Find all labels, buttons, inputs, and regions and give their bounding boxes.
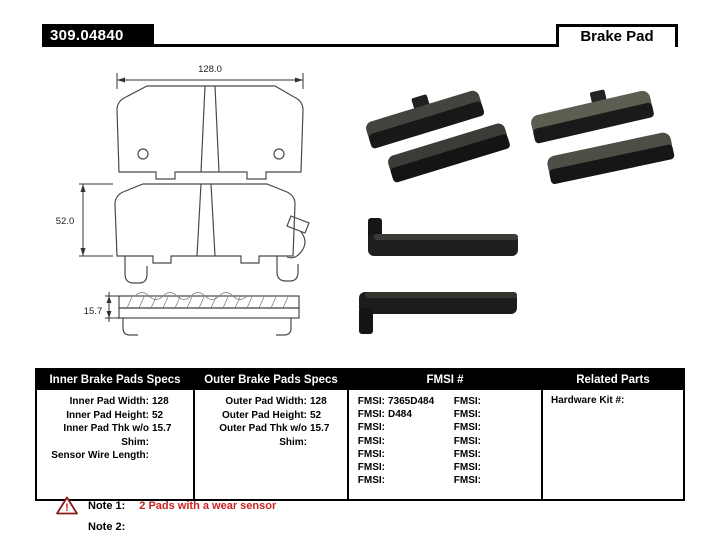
fmsi-row: FMSI:: [445, 421, 541, 434]
fmsi-label: FMSI:: [357, 409, 385, 421]
dim-width-label: 128.0: [198, 64, 222, 75]
spec-value: 52: [152, 409, 164, 421]
spec-label: Outer Pad Height:: [221, 409, 307, 421]
note-1: ! Note 1: 2 Pads with a wear sensor: [56, 496, 276, 515]
spec-row: Inner Pad Height:52: [37, 409, 193, 423]
pad-photo-pair-1: [366, 90, 510, 183]
fmsi-value: [484, 461, 541, 474]
spec-row: Sensor Wire Length:: [37, 449, 193, 463]
fmsi-value: 7365D484: [388, 396, 435, 407]
fmsi-label: FMSI:: [453, 409, 481, 421]
fmsi-label: FMSI:: [357, 462, 385, 474]
fmsi-header: FMSI #: [349, 370, 541, 390]
inner-specs-section: Inner Brake Pads Specs Inner Pad Width:1…: [37, 370, 193, 499]
spec-value: 15.7: [310, 423, 330, 434]
spec-row: Inner Pad Width:128: [37, 395, 193, 409]
fmsi-value: [388, 448, 445, 461]
fmsi-row: FMSI:: [445, 461, 541, 474]
product-type-badge: Brake Pad: [556, 24, 678, 47]
fmsi-row: FMSI:D484: [349, 408, 445, 421]
note-text: 2 Pads with a wear sensor: [139, 499, 277, 512]
diagram-area: STOPTECH 128.0: [56, 64, 675, 336]
related-row: Hardware Kit #:: [543, 390, 683, 406]
fmsi-value: [484, 395, 541, 408]
warning-icon: !: [56, 496, 78, 515]
dim-width: 128.0: [116, 64, 304, 89]
fmsi-value: D484: [388, 409, 412, 421]
fmsi-row: FMSI:: [349, 448, 445, 461]
fmsi-label: FMSI:: [453, 462, 481, 474]
pad-photo-pair-2: [531, 89, 675, 185]
spec-value: [152, 449, 193, 463]
spec-label: Inner Pad Width:: [69, 396, 149, 407]
dim-height: 52.0: [56, 183, 113, 257]
fmsi-row: FMSI:: [445, 395, 541, 408]
spec-label: Inner Pad Height:: [66, 409, 149, 421]
pad-profile-photos: [359, 218, 518, 334]
fmsi-row: FMSI:: [445, 474, 541, 487]
related-label: Hardware Kit #:: [551, 395, 625, 406]
fmsi-row: FMSI:: [349, 435, 445, 448]
fmsi-value: [484, 408, 541, 421]
fmsi-label: FMSI:: [453, 435, 481, 447]
warning-glyph: !: [65, 502, 69, 514]
fmsi-row: FMSI:: [445, 435, 541, 448]
dim-thickness: 15.7: [84, 292, 121, 322]
outer-specs-header: Outer Brake Pads Specs: [195, 370, 347, 390]
fmsi-value: [388, 474, 445, 487]
related-parts-section: Related Parts Hardware Kit #:: [541, 370, 683, 499]
spec-value: 128: [152, 396, 169, 407]
spec-label: Sensor Wire Length:: [51, 450, 149, 461]
fmsi-label: FMSI:: [453, 448, 481, 460]
spec-value: 15.7: [152, 423, 172, 434]
fmsi-row: FMSI:: [349, 461, 445, 474]
fmsi-row: FMSI:: [349, 421, 445, 434]
fmsi-rows: FMSI:7365D484 FMSI:D484 FMSI: FMSI: FMSI…: [349, 390, 541, 487]
dim-thickness-label: 15.7: [84, 306, 103, 317]
fmsi-label: FMSI:: [357, 448, 385, 460]
note-label: Note 1:: [88, 499, 126, 512]
fmsi-value: [388, 421, 445, 434]
fmsi-label: FMSI:: [357, 475, 385, 487]
fmsi-label: FMSI:: [453, 396, 481, 407]
fmsi-row: FMSI:: [349, 474, 445, 487]
spec-label: Outer Pad Thk w/o Shim:: [219, 423, 307, 448]
fmsi-value: [484, 421, 541, 434]
inner-pad-drawing: [114, 183, 310, 284]
note-label: Note 2:: [88, 521, 126, 533]
fmsi-value: [388, 435, 445, 448]
header-divider: [42, 44, 678, 47]
fmsi-label: FMSI:: [357, 422, 385, 434]
fmsi-row: FMSI:: [445, 448, 541, 461]
spec-row: Outer Pad Width:128: [195, 395, 347, 409]
inner-specs-header: Inner Brake Pads Specs: [37, 370, 193, 390]
related-parts-header: Related Parts: [543, 370, 683, 390]
spec-label: Inner Pad Thk w/o Shim:: [63, 423, 149, 448]
notes-section: ! Note 1: 2 Pads with a wear sensor Note…: [56, 496, 276, 533]
outer-pad-drawing: [116, 85, 304, 180]
fmsi-row: FMSI:7365D484: [349, 395, 445, 408]
fmsi-value: [484, 435, 541, 448]
spec-table: Inner Brake Pads Specs Inner Pad Width:1…: [35, 368, 685, 501]
part-number: 309.04840: [42, 24, 154, 47]
fmsi-value: [484, 448, 541, 461]
note-2: Note 2:: [88, 521, 276, 533]
spec-row: Outer Pad Height:52: [195, 409, 347, 423]
spec-row: Inner Pad Thk w/o Shim:15.7: [37, 422, 193, 449]
dim-height-label: 52.0: [56, 216, 75, 227]
fmsi-label: FMSI:: [453, 475, 481, 487]
fmsi-label: FMSI:: [357, 435, 385, 447]
fmsi-value: [388, 461, 445, 474]
fmsi-label: FMSI:: [357, 396, 385, 407]
spec-row: Outer Pad Thk w/o Shim:15.7: [195, 422, 347, 449]
fmsi-label: FMSI:: [453, 422, 481, 434]
spec-value: 128: [310, 396, 327, 407]
spec-value: 52: [310, 409, 322, 421]
spec-label: Outer Pad Width:: [225, 396, 307, 407]
edge-view-drawing: [118, 292, 300, 336]
outer-specs-section: Outer Brake Pads Specs Outer Pad Width:1…: [193, 370, 347, 499]
fmsi-section: FMSI # FMSI:7365D484 FMSI:D484 FMSI: FMS…: [347, 370, 541, 499]
fmsi-value: [484, 474, 541, 487]
fmsi-row: FMSI:: [445, 408, 541, 421]
